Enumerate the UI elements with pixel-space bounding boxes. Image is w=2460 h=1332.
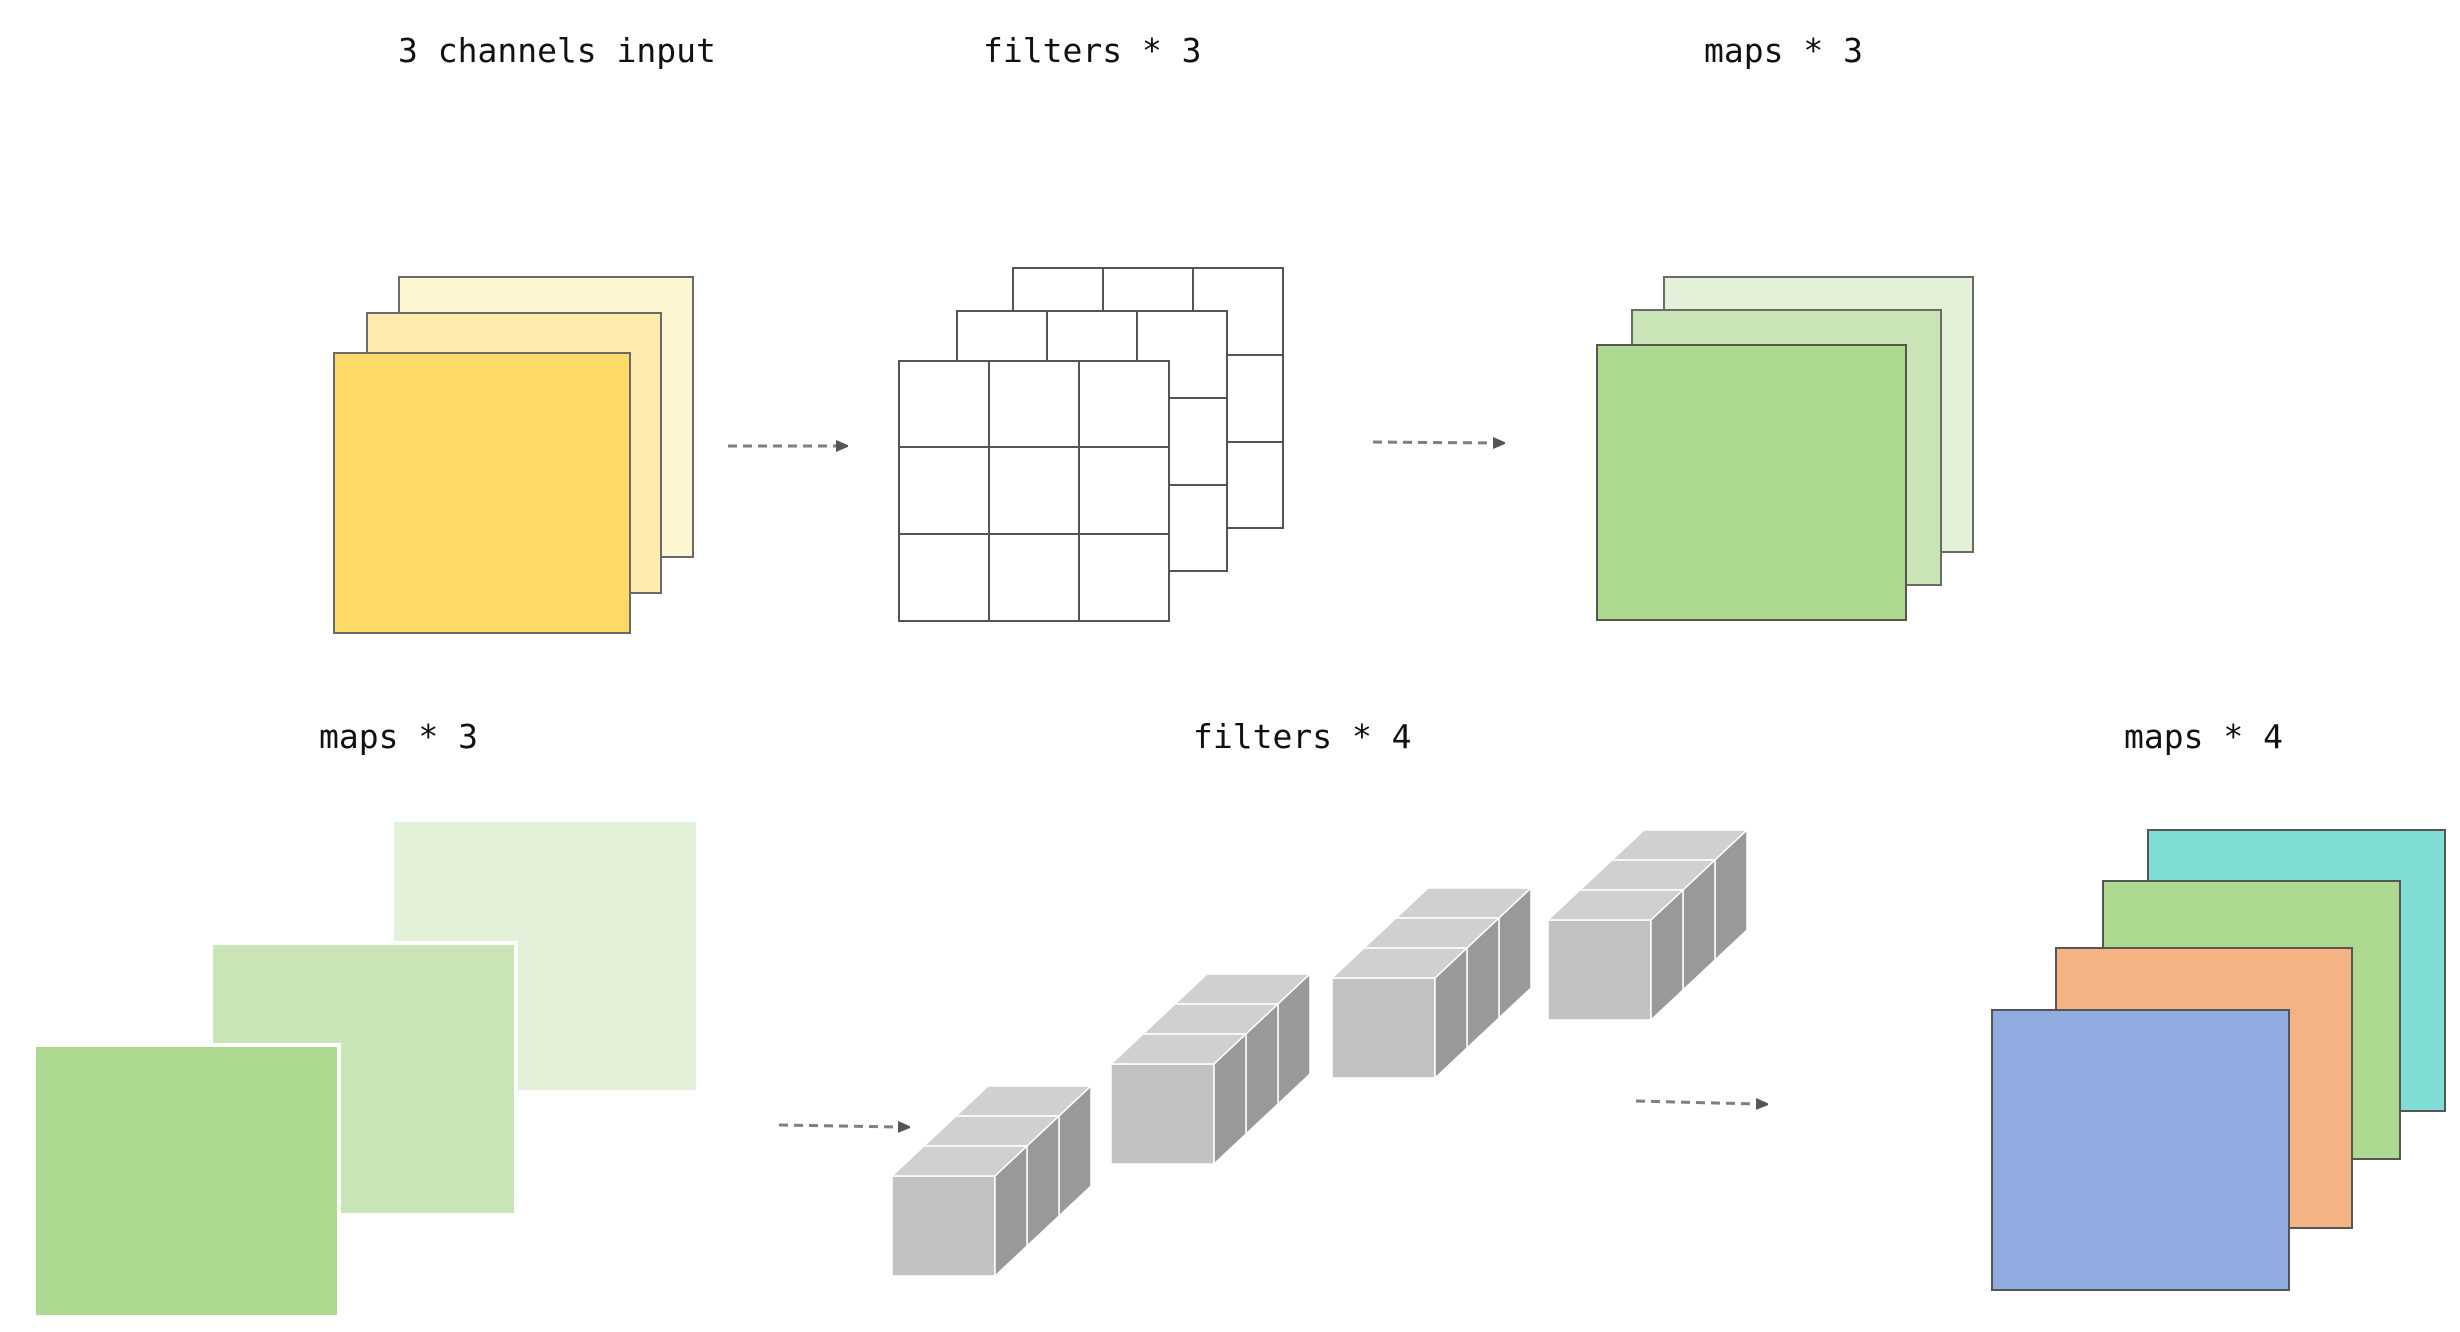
input-channel-front bbox=[333, 352, 631, 634]
arrow-cube-filters-to-maps bbox=[1635, 1101, 1758, 1104]
label-filters-3: filters * 3 bbox=[983, 31, 1202, 70]
label-maps-3-bottom: maps * 3 bbox=[319, 717, 478, 756]
filter-grid-front bbox=[898, 360, 1170, 622]
filter-4-cube-side bbox=[1650, 888, 1684, 1022]
filter-2-cube-front bbox=[1110, 1063, 1215, 1165]
filter-2-cube-side bbox=[1213, 1032, 1247, 1166]
filter-3-cube-front bbox=[1331, 977, 1436, 1079]
label-maps-4: maps * 4 bbox=[2124, 717, 2283, 756]
filter-1-cube-side bbox=[994, 1144, 1028, 1278]
filter-1-cube-front bbox=[891, 1175, 996, 1277]
arrow-maps-to-cube-filters bbox=[778, 1125, 900, 1127]
filter-grid-stack bbox=[898, 267, 1284, 622]
maps-3-stack-top bbox=[1596, 276, 1974, 621]
filter-4-cube-front bbox=[1547, 919, 1652, 1021]
map-front bbox=[1596, 344, 1907, 621]
map-blue bbox=[1991, 1009, 2290, 1291]
arrow-filters-to-maps bbox=[1372, 442, 1495, 443]
input-channel-stack bbox=[333, 276, 694, 634]
label-3-channels-input: 3 channels input bbox=[398, 31, 716, 70]
maps-4-stack bbox=[1991, 829, 2446, 1291]
filter-3-cube-side bbox=[1434, 946, 1468, 1080]
cube-filter-group bbox=[890, 828, 1749, 1278]
maps-3-stack-bottom bbox=[32, 822, 696, 1319]
map-dark bbox=[32, 1043, 341, 1319]
label-maps-3-top: maps * 3 bbox=[1704, 31, 1863, 70]
label-filters-4: filters * 4 bbox=[1193, 717, 1412, 756]
